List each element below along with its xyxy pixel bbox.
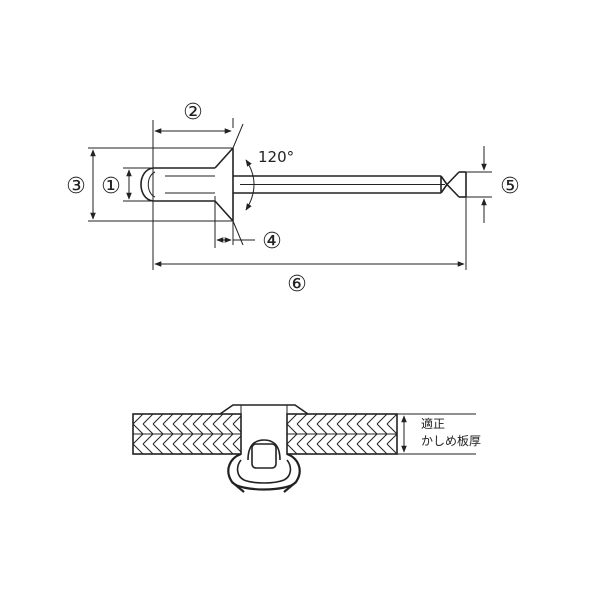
angle-120: 120°: [245, 148, 294, 211]
mandrel: [233, 171, 467, 198]
rivet-bulb: [227, 452, 301, 493]
dimension-1-label: ①: [101, 174, 121, 199]
dimension-3: ③: [66, 149, 96, 220]
rivet-side-view: ② ③ ① 120° ④ ⑤: [66, 100, 520, 297]
installed-rivet-section: 適正 かしめ板厚: [132, 404, 481, 493]
grip-range-line2: かしめ板厚: [421, 434, 481, 448]
dimension-4-label: ④: [262, 229, 282, 254]
grip-range-dimension: 適正 かしめ板厚: [397, 413, 481, 455]
dimension-3-label: ③: [66, 174, 86, 199]
mandrel-plug: [247, 439, 281, 469]
rivet-body: [140, 147, 234, 222]
extension-lines: [88, 118, 492, 270]
plate-left: [132, 413, 242, 455]
dimension-2-label: ②: [183, 100, 203, 125]
dimension-4: ④: [216, 229, 282, 254]
plate-right: [286, 413, 398, 455]
dimension-2: ②: [154, 100, 232, 134]
angle-label: 120°: [258, 148, 294, 166]
grip-range-line1: 適正: [421, 416, 445, 431]
dimension-6-label: ⑥: [287, 272, 307, 297]
dimension-5-label: ⑤: [500, 174, 520, 199]
dimension-6: ⑥: [154, 261, 465, 297]
rivet-flange: [219, 404, 309, 454]
dimension-1: ①: [101, 169, 132, 200]
dimension-5: ⑤: [481, 146, 520, 223]
